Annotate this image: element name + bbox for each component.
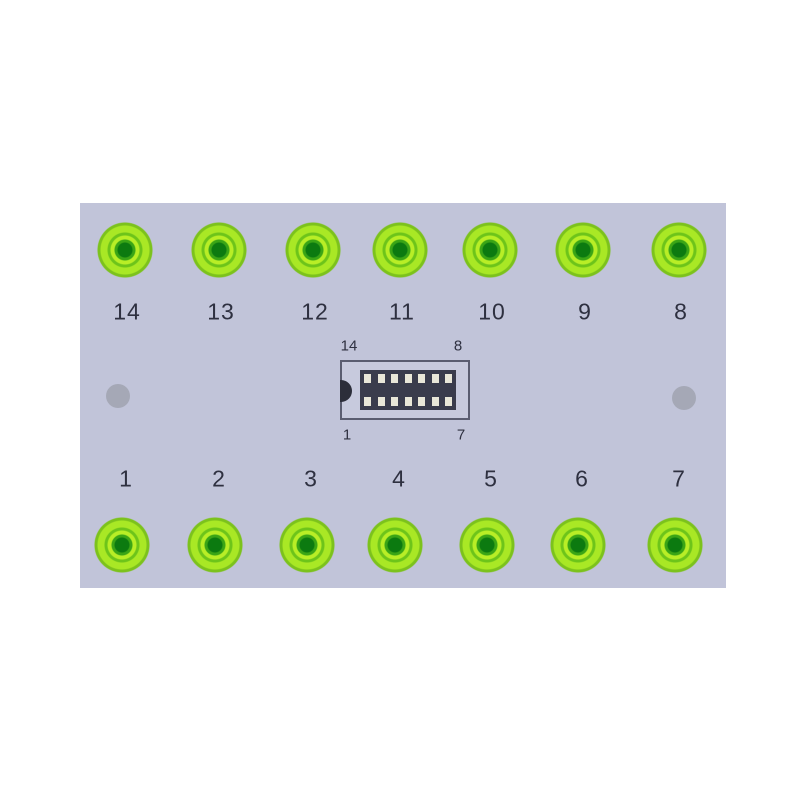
pin-label: 4 xyxy=(392,465,406,492)
banana-jack-pin-8[interactable] xyxy=(651,222,707,278)
socket-pin xyxy=(391,397,398,406)
banana-jack-pin-3[interactable] xyxy=(279,517,335,573)
socket-pin xyxy=(377,397,385,406)
pin-label: 13 xyxy=(207,298,235,325)
banana-jack-pin-2[interactable] xyxy=(187,517,243,573)
chip-label-7: 7 xyxy=(456,426,466,444)
pin-label: 1 xyxy=(119,465,133,492)
pin1-notch xyxy=(340,380,352,402)
pin-label: 8 xyxy=(674,298,688,325)
pin-label: 14 xyxy=(113,298,141,325)
ic-socket xyxy=(340,360,470,420)
pin-label: 9 xyxy=(578,298,592,325)
pin-label: 10 xyxy=(478,298,506,325)
banana-jack-pin-7[interactable] xyxy=(647,517,703,573)
banana-jack-pin-1[interactable] xyxy=(94,517,150,573)
socket-pin xyxy=(445,374,452,383)
socket-pin xyxy=(404,397,412,406)
banana-jack-pin-4[interactable] xyxy=(367,517,423,573)
pin-label: 5 xyxy=(484,465,498,492)
banana-jack-pin-5[interactable] xyxy=(459,517,515,573)
banana-jack-pin-10[interactable] xyxy=(462,222,518,278)
pin-label: 11 xyxy=(389,298,415,325)
banana-jack-pin-11[interactable] xyxy=(372,222,428,278)
banana-jack-pin-13[interactable] xyxy=(191,222,247,278)
socket-pin xyxy=(418,397,425,406)
socket-pin xyxy=(431,374,439,383)
mounting-hole-left xyxy=(106,384,130,408)
chip-label-1: 1 xyxy=(342,426,352,444)
pin-label: 7 xyxy=(672,465,686,492)
socket-pin xyxy=(404,374,412,383)
socket-pin xyxy=(418,374,425,383)
banana-jack-pin-9[interactable] xyxy=(555,222,611,278)
socket-pin xyxy=(364,397,371,406)
dip14-socket xyxy=(360,370,456,410)
mounting-hole-right xyxy=(672,386,696,410)
socket-pin xyxy=(377,374,385,383)
banana-jack-pin-12[interactable] xyxy=(285,222,341,278)
banana-jack-pin-14[interactable] xyxy=(97,222,153,278)
pin-label: 12 xyxy=(301,298,329,325)
socket-pin xyxy=(391,374,398,383)
pin-label: 2 xyxy=(212,465,226,492)
pin-label: 3 xyxy=(304,465,318,492)
banana-jack-pin-6[interactable] xyxy=(550,517,606,573)
pin-label: 6 xyxy=(575,465,589,492)
socket-pin xyxy=(431,397,439,406)
socket-pin xyxy=(445,397,452,406)
chip-label-14: 14 xyxy=(340,337,358,355)
chip-label-8: 8 xyxy=(453,337,463,355)
socket-pin xyxy=(364,374,371,383)
